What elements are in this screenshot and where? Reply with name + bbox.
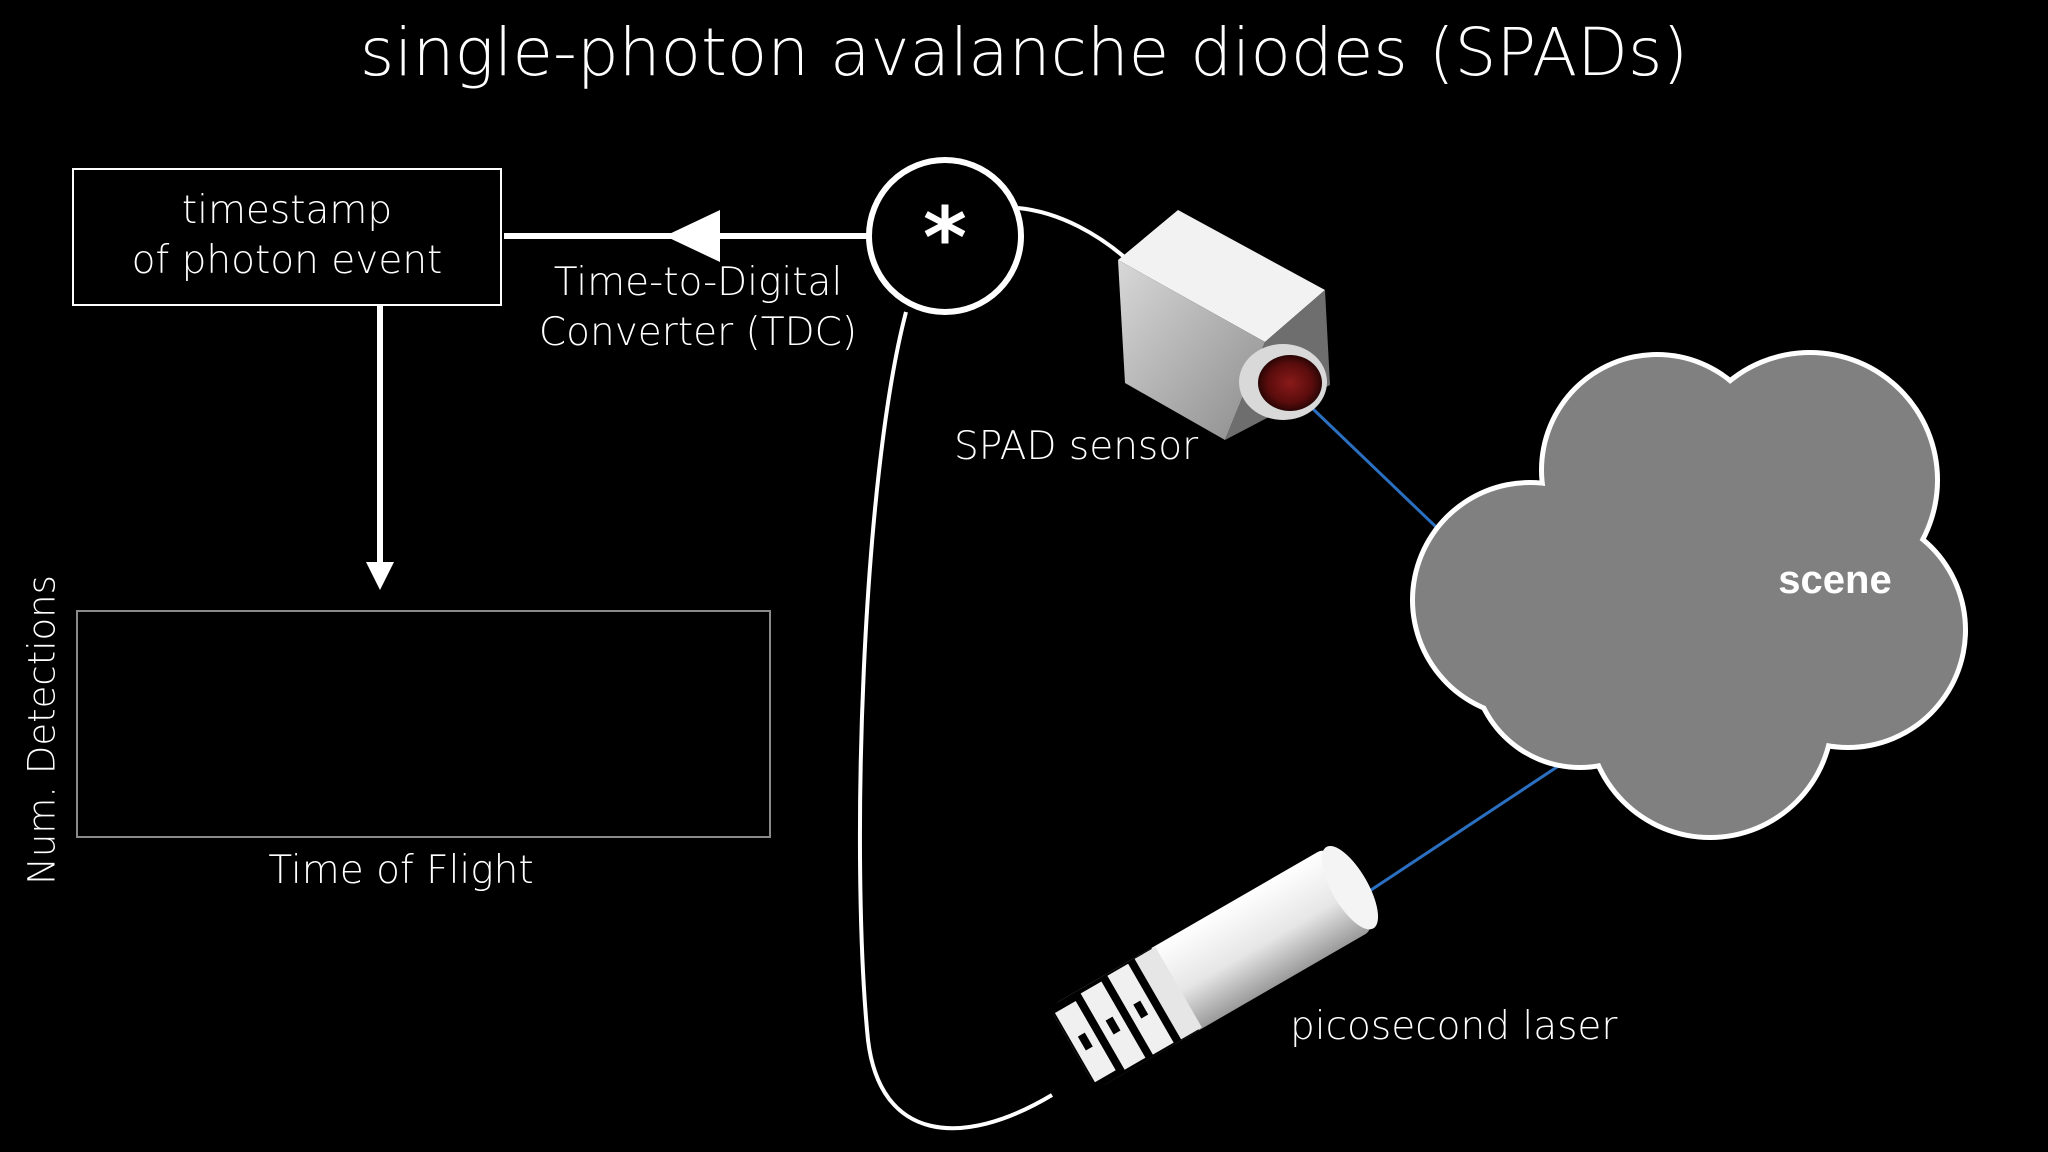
timestamp-box: timestamp of photon event (72, 168, 502, 306)
tdc-label-line-1: Time-to-Digital (553, 260, 843, 305)
scene-cloud (1410, 350, 1968, 840)
tdc-label-line-2: Converter (TDC) (538, 310, 858, 355)
scene-label: scene (1778, 558, 1892, 602)
histogram-box (76, 610, 771, 838)
emitted-beam (1367, 763, 1561, 894)
spad-sensor-label: SPAD sensor (954, 424, 1199, 469)
sensor-wire (1017, 206, 1132, 264)
histogram-y-label: Num. Detections (20, 575, 64, 885)
histogram-x-label: Time of Flight (268, 848, 534, 893)
slide-title: single-photon avalanche diodes (SPADs) (359, 14, 1689, 91)
spad-sensor (1118, 210, 1330, 440)
return-beam (1310, 406, 1460, 550)
tdc-circle (866, 157, 1024, 315)
tdc-to-timestamp-arrow (504, 210, 868, 262)
timestamp-to-histogram-arrow (366, 306, 394, 590)
timestamp-line-1: timestamp (181, 188, 393, 233)
tdc-symbol: * (923, 189, 967, 287)
timestamp-line-2: of photon event (131, 238, 443, 283)
picosecond-laser (1049, 846, 1379, 1090)
tdc-label: Time-to-Digital Converter (TDC) (538, 258, 858, 358)
laser-label: picosecond laser (1290, 1004, 1618, 1049)
laser-sync-wire (857, 311, 1054, 1131)
